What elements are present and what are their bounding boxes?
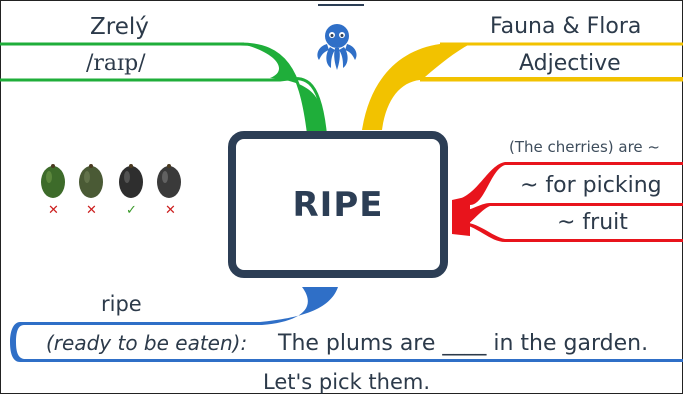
- example-sentence: The plums are ____ in the garden.: [278, 331, 649, 356]
- red-branch-fill-3: [456, 221, 683, 242]
- fruit-image: [41, 164, 65, 198]
- wrong-mark-icon: ✕: [165, 203, 176, 218]
- collocation-item: ~ fruit: [557, 210, 628, 235]
- red-branch-fill-2: [456, 203, 683, 232]
- top-tab-marker: [318, 0, 364, 6]
- definition-text: (ready to be eaten):: [46, 331, 248, 355]
- wrong-mark-icon: ✕: [86, 203, 97, 218]
- center-word-card: RIPE: [228, 131, 448, 278]
- fruit-image: [157, 164, 181, 198]
- category-label: Fauna & Flora: [490, 14, 642, 39]
- center-word: RIPE: [292, 184, 384, 225]
- part-of-speech-label: Adjective: [519, 51, 621, 76]
- red-branch-root: [452, 196, 470, 236]
- green-branch-fill: [242, 44, 326, 130]
- collocation-intro: (The cherries) are ~: [509, 138, 660, 156]
- wrong-mark-icon: ✕: [48, 203, 59, 218]
- collocation-item: ~ for picking: [520, 173, 662, 198]
- example-sentence-2: Let's pick them.: [263, 370, 431, 394]
- blue-branch-fill: [10, 287, 683, 362]
- fruit-image: [79, 164, 103, 198]
- fruit-image: [119, 164, 143, 198]
- definition-word: ripe: [101, 292, 142, 316]
- check-mark-icon: ✓: [126, 203, 137, 218]
- octopus-icon: [317, 24, 357, 70]
- pronunciation-label: /raɪp/: [86, 51, 146, 76]
- translation-label: Zrelý: [90, 14, 149, 40]
